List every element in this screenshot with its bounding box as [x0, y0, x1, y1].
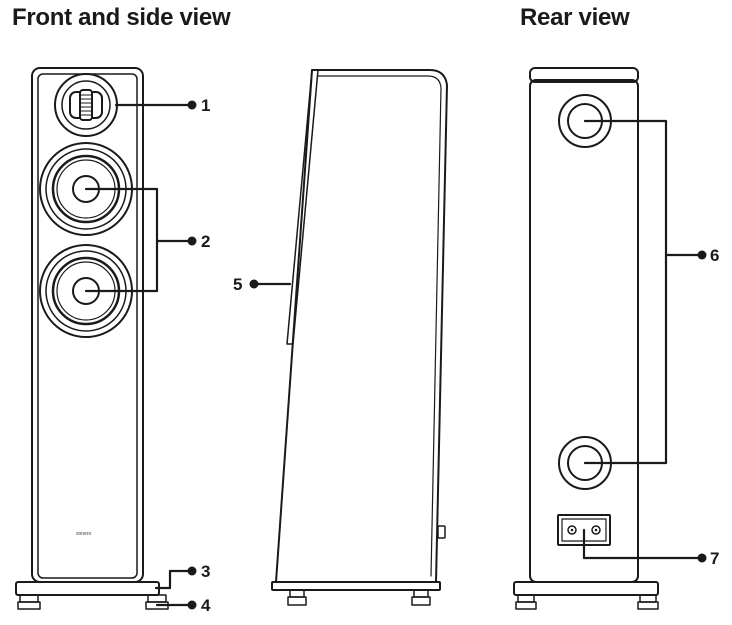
svg-text:2: 2 — [201, 232, 210, 251]
callout-5: 5 — [233, 275, 292, 294]
rear-plinth — [513, 581, 659, 610]
svg-text:5: 5 — [233, 275, 242, 294]
svg-text:4: 4 — [201, 596, 211, 615]
callout-7: 7 — [582, 528, 719, 568]
front-side-view-heading: Front and side view — [12, 4, 231, 31]
side-plinth — [271, 581, 441, 606]
side-cabinet — [275, 69, 448, 583]
callout-6: 6 — [583, 119, 719, 465]
rear-view-heading: Rear view — [520, 4, 630, 31]
rear-top-cap — [529, 67, 639, 83]
callout-4: 4 — [155, 596, 211, 615]
rear-view-speaker — [513, 67, 659, 610]
front-view-speaker: sonero — [15, 67, 169, 610]
svg-text:7: 7 — [710, 549, 719, 568]
svg-text:sonero: sonero — [76, 531, 92, 537]
front-plinth — [15, 581, 169, 610]
brand-logo: sonero — [76, 531, 92, 537]
callout-1: 1 — [114, 96, 210, 115]
side-inner-edge — [317, 75, 442, 577]
callout-3: 3 — [154, 562, 210, 590]
svg-text:1: 1 — [201, 96, 210, 115]
front-grille-strip — [286, 69, 319, 345]
rear-cabinet — [529, 79, 639, 583]
side-rear-terminal — [437, 525, 446, 539]
svg-text:6: 6 — [710, 246, 719, 265]
callout-2: 2 — [84, 187, 210, 293]
svg-text:3: 3 — [201, 562, 210, 581]
side-view-speaker — [271, 69, 448, 606]
tweeter — [54, 73, 118, 137]
